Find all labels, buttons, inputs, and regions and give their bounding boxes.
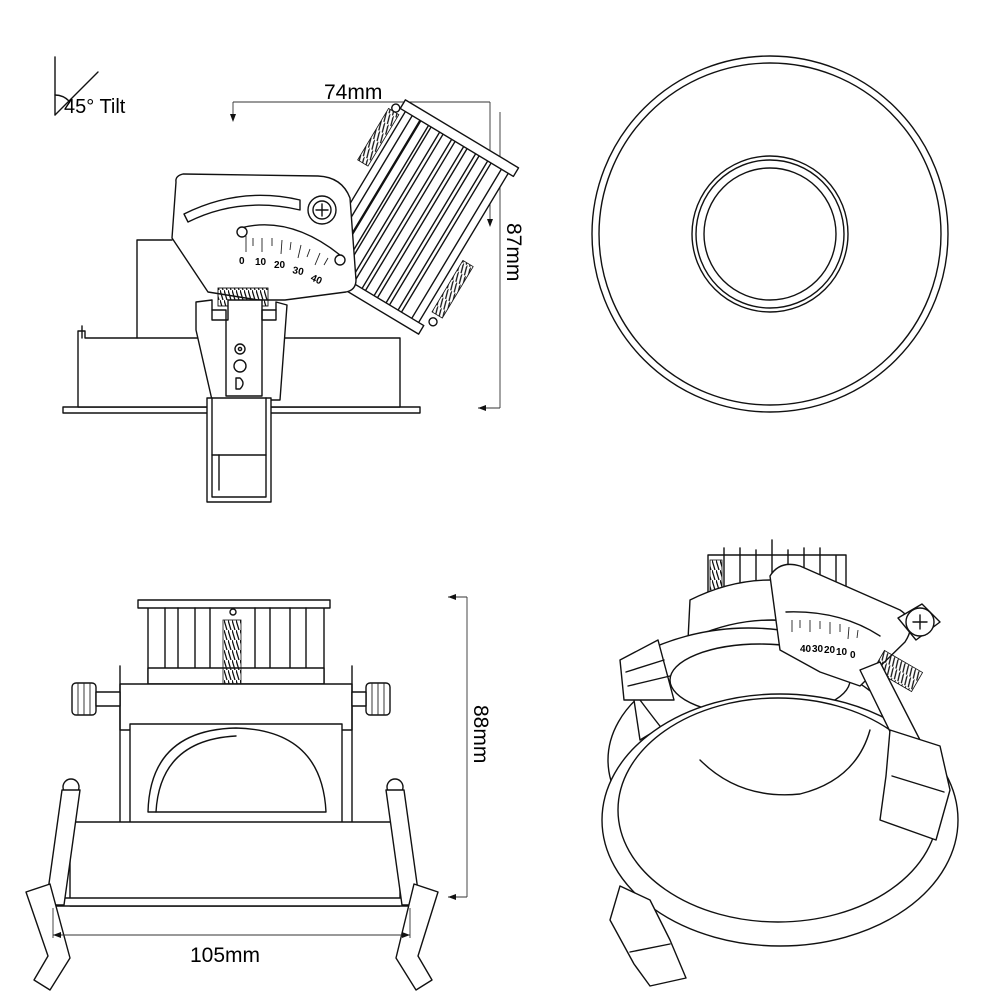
certification-marks-icon [233, 343, 247, 390]
front-spring-icon [222, 619, 242, 685]
front-flange [49, 897, 411, 907]
front-reflector [147, 727, 327, 813]
right-knob-icon [351, 682, 391, 716]
top-view [591, 55, 949, 413]
front-width-dimension [52, 908, 411, 938]
tilt-label: 45° Tilt [64, 96, 126, 118]
iso-tick-40: 40 [800, 644, 812, 655]
iso-tick-30: 30 [812, 644, 824, 655]
tilt-tick-30: 30 [291, 265, 305, 278]
tilt-bracket-plate [171, 173, 357, 301]
right-clip [385, 778, 439, 991]
reflector-ring [691, 155, 849, 313]
front-trim-body [69, 821, 401, 907]
side-view: 45° Tilt 74mm 87mm [54, 56, 525, 503]
tilt-slot [183, 194, 301, 223]
screw-icon [307, 195, 337, 225]
tilt-tick-40: 40 [309, 273, 324, 288]
front-height-dimension [448, 594, 468, 900]
front-view: 88mm 105mm [25, 594, 492, 991]
isometric-view: 40 30 20 10 0 [601, 539, 959, 987]
front-width-label: 105mm [190, 944, 260, 967]
iso-tick-20: 20 [824, 645, 836, 656]
iso-clip-right [879, 729, 951, 841]
tilt-angle-icon [54, 56, 99, 116]
tilt-arc [239, 224, 341, 256]
tilt-scale-ticks [245, 236, 329, 266]
iso-tick-0: 0 [850, 650, 856, 661]
front-yoke [119, 683, 353, 731]
clip-leg [206, 397, 272, 503]
tilt-tick-0: 0 [239, 256, 245, 267]
iso-clip-left [609, 885, 687, 987]
side-height-label: 87mm [502, 223, 525, 281]
tilt-tick-20: 20 [274, 260, 286, 271]
left-knob-icon [71, 682, 121, 716]
iso-tick-10: 10 [836, 647, 848, 658]
front-height-label: 88mm [469, 705, 492, 763]
side-width-label: 74mm [324, 81, 382, 104]
iso-screw-icon [897, 603, 941, 641]
left-clip [25, 778, 81, 991]
outer-trim-ring [591, 55, 949, 413]
tilt-tick-10: 10 [255, 257, 267, 268]
lens-aperture [703, 167, 837, 301]
